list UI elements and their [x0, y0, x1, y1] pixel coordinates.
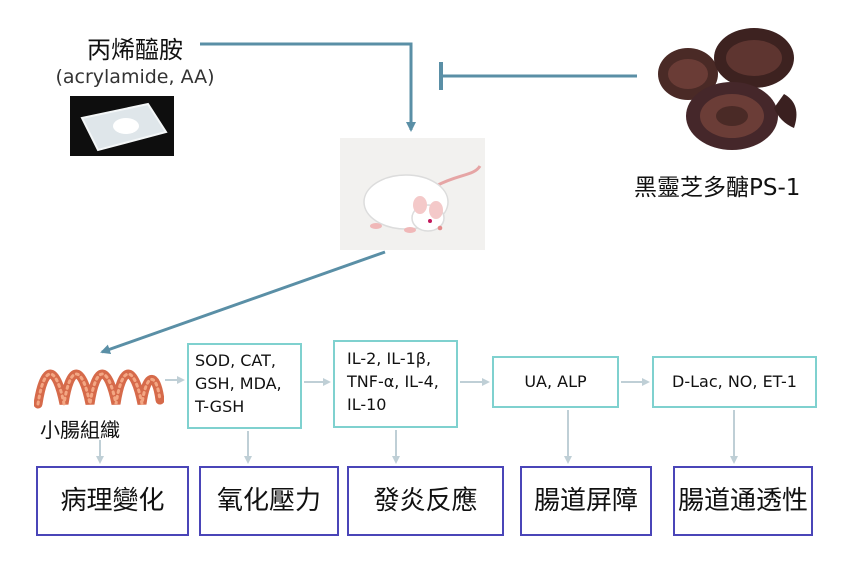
outcome-box-oxidative-stress: 氧化壓力: [199, 466, 339, 536]
outcome-box-intestinal-barrier: 腸道屏障: [520, 466, 652, 536]
small-intestine-image: [34, 369, 164, 409]
acrylamide-powder-image: [70, 96, 174, 156]
outcome-box-intestinal-permeability: 腸道通透性: [673, 466, 813, 536]
marker-text: IL-2, IL-1β,: [347, 349, 432, 368]
toxin-to-mouse-arrow: [200, 42, 416, 132]
inhibitor-label: 黑靈芝多醣PS-1: [634, 175, 801, 201]
marker-box-inflammation: IL-2, IL-1β, TNF-α, IL-4, IL-10: [333, 340, 458, 428]
marker-text: UA, ALP: [524, 372, 587, 391]
white-mouse-image: [340, 138, 485, 250]
toxin-name-en: (acrylamide, AA): [55, 66, 215, 88]
marker-box-barrier: UA, ALP: [492, 356, 619, 408]
toxin-name-zh: 丙烯醯胺: [87, 36, 183, 64]
outcome-box-inflammation: 發炎反應: [347, 466, 504, 536]
marker-text: T-GSH: [195, 397, 245, 416]
marker-text: IL-10: [347, 395, 387, 414]
black-ganoderma-mushroom-image: [658, 28, 797, 150]
marker-text: TNF-α, IL-4,: [347, 372, 439, 391]
marker-box-oxidative: SOD, CAT, GSH, MDA, T-GSH: [187, 343, 302, 429]
marker-text: GSH, MDA,: [195, 374, 282, 393]
tissue-label: 小腸組織: [40, 418, 120, 442]
marker-text: SOD, CAT,: [195, 351, 276, 370]
mouse-to-intestine-arrow: [100, 250, 386, 355]
marker-box-permeability: D-Lac, NO, ET-1: [652, 356, 817, 408]
marker-text: D-Lac, NO, ET-1: [672, 372, 797, 391]
outcome-box-pathology: 病理變化: [36, 466, 189, 536]
